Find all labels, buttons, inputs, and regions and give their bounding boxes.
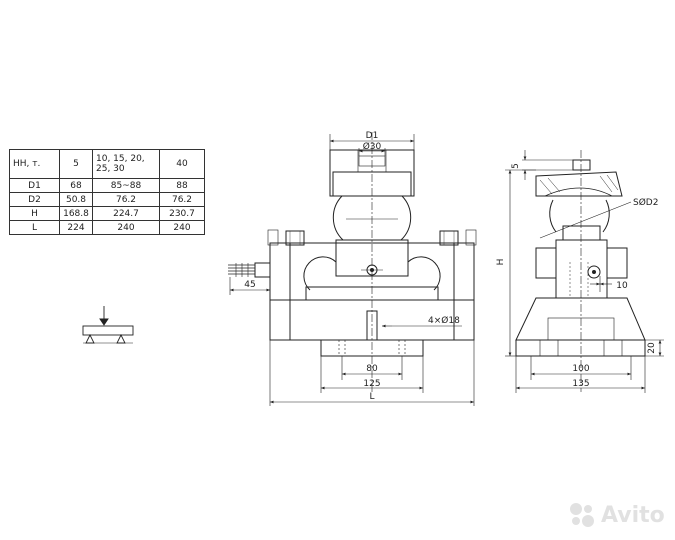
table-cell: 68 xyxy=(59,178,93,193)
spec-table: НН, т. 5 10, 15, 20, 25, 30 40 D1 68 85~… xyxy=(9,149,205,235)
table-row: D1 68 85~88 88 xyxy=(9,178,205,193)
avito-dots-icon xyxy=(570,503,594,527)
dim-height: H xyxy=(496,259,506,266)
header-cell: 5 xyxy=(59,149,93,179)
dim-outer-width: 125 xyxy=(363,379,380,389)
table-cell: 168.8 xyxy=(59,206,93,221)
dim-bore: Ø30 xyxy=(363,141,382,152)
header-cell: 40 xyxy=(159,149,205,179)
table-cell: H xyxy=(9,206,60,221)
table-cell: L xyxy=(9,220,60,235)
dim-side-outer: 135 xyxy=(572,379,589,389)
dim-side-inner: 100 xyxy=(572,364,589,374)
header-cell: НН, т. xyxy=(9,149,60,179)
dim-length: L xyxy=(369,392,374,402)
dim-cable-length: 45 xyxy=(244,280,255,290)
table-cell: D1 xyxy=(9,178,60,193)
dim-pin: 10 xyxy=(616,281,628,291)
table-cell: 88 xyxy=(159,178,205,193)
table-cell: 224.7 xyxy=(92,206,160,221)
table-row: H 168.8 224.7 230.7 xyxy=(9,206,205,221)
table-cell: 240 xyxy=(159,220,205,235)
avito-watermark: Avito xyxy=(567,500,665,530)
side-dimensions xyxy=(505,150,664,393)
front-dimension-labels: D1 Ø30 45 4×Ø18 80 125 L xyxy=(244,131,460,402)
table-header-row: НН, т. 5 10, 15, 20, 25, 30 40 xyxy=(9,149,205,179)
table-cell: 76.2 xyxy=(92,192,160,207)
load-schematic-icon xyxy=(82,306,134,344)
watermark-text: Avito xyxy=(601,502,665,528)
table-cell: 50.8 xyxy=(59,192,93,207)
dim-d1: D1 xyxy=(366,131,379,141)
dim-sphere: SØD2 xyxy=(633,197,658,208)
table-cell: 230.7 xyxy=(159,206,205,221)
table-cell: 240 xyxy=(92,220,160,235)
table-cell: 76.2 xyxy=(159,192,205,207)
header-cell: 10, 15, 20, 25, 30 xyxy=(92,149,160,179)
dim-holes: 4×Ø18 xyxy=(428,315,460,326)
front-view xyxy=(228,132,477,392)
dim-base-height: 20 xyxy=(647,342,657,354)
front-dimensions xyxy=(229,134,475,406)
table-cell: 224 xyxy=(59,220,93,235)
table-cell: D2 xyxy=(9,192,60,207)
side-dimension-labels: 5 H SØD2 10 20 100 135 xyxy=(496,163,658,389)
dim-inner-width: 80 xyxy=(366,364,378,374)
table-cell: 85~88 xyxy=(92,178,160,193)
dim-top-offset: 5 xyxy=(511,163,521,169)
table-row: L 224 240 240 xyxy=(9,220,205,235)
side-view xyxy=(515,150,646,392)
table-row: D2 50.8 76.2 76.2 xyxy=(9,192,205,207)
